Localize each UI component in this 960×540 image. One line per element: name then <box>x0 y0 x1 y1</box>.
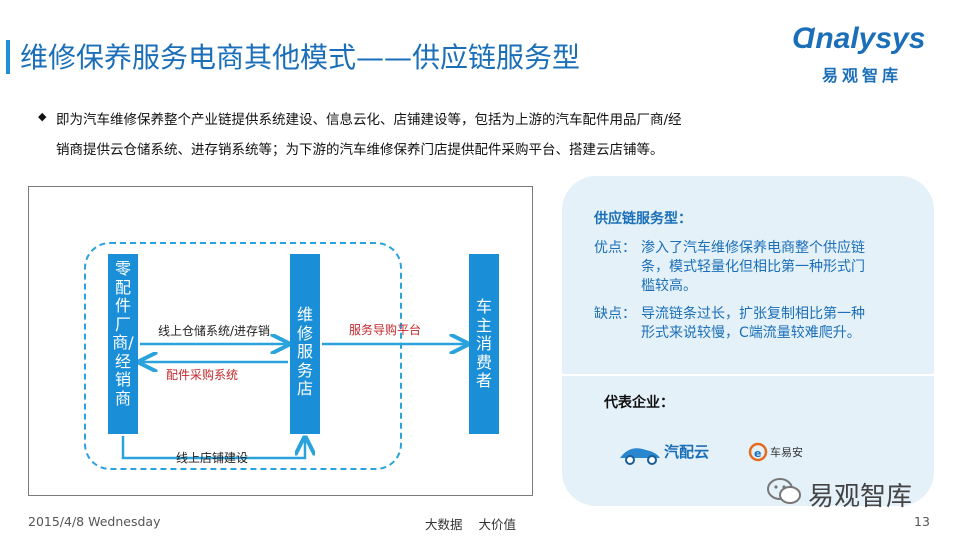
svg-text:e: e <box>754 447 761 460</box>
title-accent-bar <box>6 40 10 74</box>
cheyian-logo: e 车易安 <box>748 442 803 462</box>
cons-line: 导流链条过长，扩张复制相比第一种 <box>641 306 865 322</box>
bullet-line-2: 销商提供云仓储系统、进存销系统等；为下游的汽车维修保养门店提供配件采购平台、搭建… <box>56 142 664 158</box>
diagram-frame <box>28 186 533 496</box>
repair-shop-box: 维修服务店 <box>290 254 320 434</box>
supplier-box: 零配件厂商/经销商 <box>108 254 138 434</box>
car-owner-box: 车主消费者 <box>469 254 499 434</box>
representative-companies-heading: 代表企业： <box>604 395 674 411</box>
label-online-store: 线上店铺建设 <box>176 451 249 465</box>
analysys-logo: Ɑnalysys <box>792 22 925 56</box>
logo-subtitle: 易观智库 <box>822 66 903 85</box>
wechat-icon <box>767 478 801 504</box>
page-number: 13 <box>914 514 930 529</box>
logo-a-swoosh: Ɑ <box>792 22 816 55</box>
cheyian-name: 车易安 <box>770 445 803 459</box>
page-title: 维修保养服务电商其他模式——供应链服务型 <box>20 41 581 74</box>
arrow-store-building <box>121 436 305 460</box>
pros-line: 渗入了汽车维修保养电商整个供应链 <box>641 240 865 256</box>
label-warehouse-system: 线上仓储系统/进存销 <box>158 324 271 338</box>
pros-line: 槛较高。 <box>641 278 697 294</box>
service-scope-dashed-box <box>84 242 402 470</box>
cons-label: 缺点： <box>594 306 636 322</box>
panel-divider <box>562 374 934 376</box>
label-service-platform: 服务导购平台 <box>349 323 422 337</box>
pros-line: 条，模式轻量化但相比第一种形式门 <box>641 259 865 275</box>
panel-heading: 供应链服务型： <box>594 211 692 227</box>
bullet-line-1: 即为汽车维修保养整个产业链提供系统建设、信息云化、店铺建设等，包括为上游的汽车配… <box>56 112 682 128</box>
footer-slogan: 大数据 大价值 <box>425 517 516 532</box>
pros-label: 优点： <box>594 240 636 256</box>
footer-date: 2015/4/8 Wednesday <box>28 514 161 529</box>
summary-panel <box>562 176 934 506</box>
logo-name: nalysys <box>815 22 926 55</box>
bullet-diamond-icon: ◆ <box>38 110 47 123</box>
wechat-watermark-text: 易观智库 <box>808 482 913 512</box>
qipeiyun-name: 汽配云 <box>664 443 709 461</box>
qipeiyun-logo: 汽配云 <box>620 443 709 465</box>
label-purchase-system: 配件采购系统 <box>166 368 239 382</box>
cons-line: 形式来说较慢，C端流量较难爬升。 <box>641 325 861 341</box>
